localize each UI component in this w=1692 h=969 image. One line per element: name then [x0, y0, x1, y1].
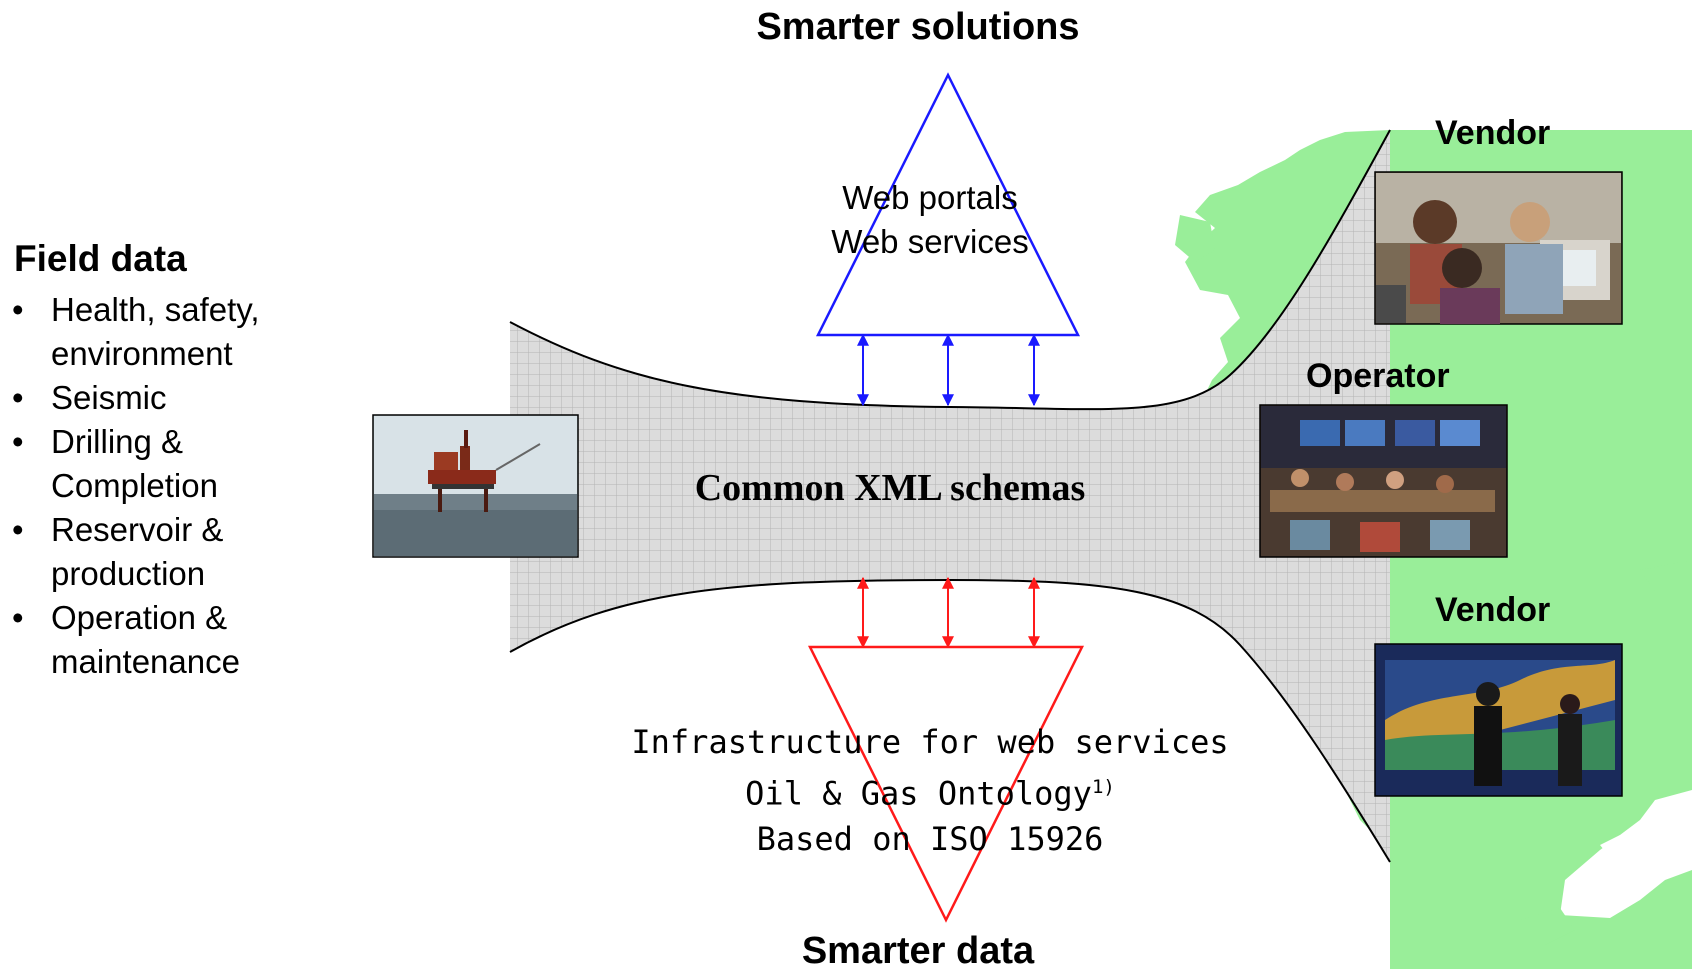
common-xml-schemas-label: Common XML schemas [694, 467, 1086, 509]
footnote-marker: 1) [1091, 776, 1115, 798]
ontology-label: Oil & Gas Ontology1) [745, 774, 1115, 813]
data-triangle-text: Infrastructure for web services Oil & Ga… [600, 720, 1260, 862]
smarter-solutions-title: Smarter solutions [756, 6, 1080, 48]
web-services-label: Web services [831, 223, 1029, 260]
solutions-triangle-text: Web portals Web services [800, 176, 1060, 264]
operator-label: Operator [1306, 357, 1450, 395]
control-room-photo [1259, 404, 1508, 558]
web-portals-label: Web portals [842, 179, 1018, 216]
red-arrows [857, 576, 1040, 649]
field-data-item: •Drilling & Completion [12, 423, 218, 504]
field-data-item: •Health, safety, environment [12, 291, 260, 372]
field-data-item: •Operation & maintenance [12, 599, 240, 680]
field-data-list: •Health, safety, environment •Seismic •D… [10, 288, 311, 684]
vendor-top-label: Vendor [1435, 114, 1551, 152]
infrastructure-label: Infrastructure for web services [631, 723, 1229, 761]
field-data-item: •Seismic [12, 379, 167, 416]
visualization-room-photo [1374, 643, 1623, 797]
field-data-title: Field data [14, 238, 187, 279]
schema-pipe [509, 129, 1391, 863]
blue-arrows [857, 333, 1040, 407]
people-at-computer-photo [1374, 171, 1623, 325]
vendor-bottom-label: Vendor [1435, 591, 1551, 629]
field-data-item: •Reservoir & production [12, 511, 224, 592]
smarter-data-title: Smarter data [801, 930, 1035, 969]
iso-label: Based on ISO 15926 [756, 819, 1104, 858]
offshore-platform-photo [372, 414, 579, 558]
